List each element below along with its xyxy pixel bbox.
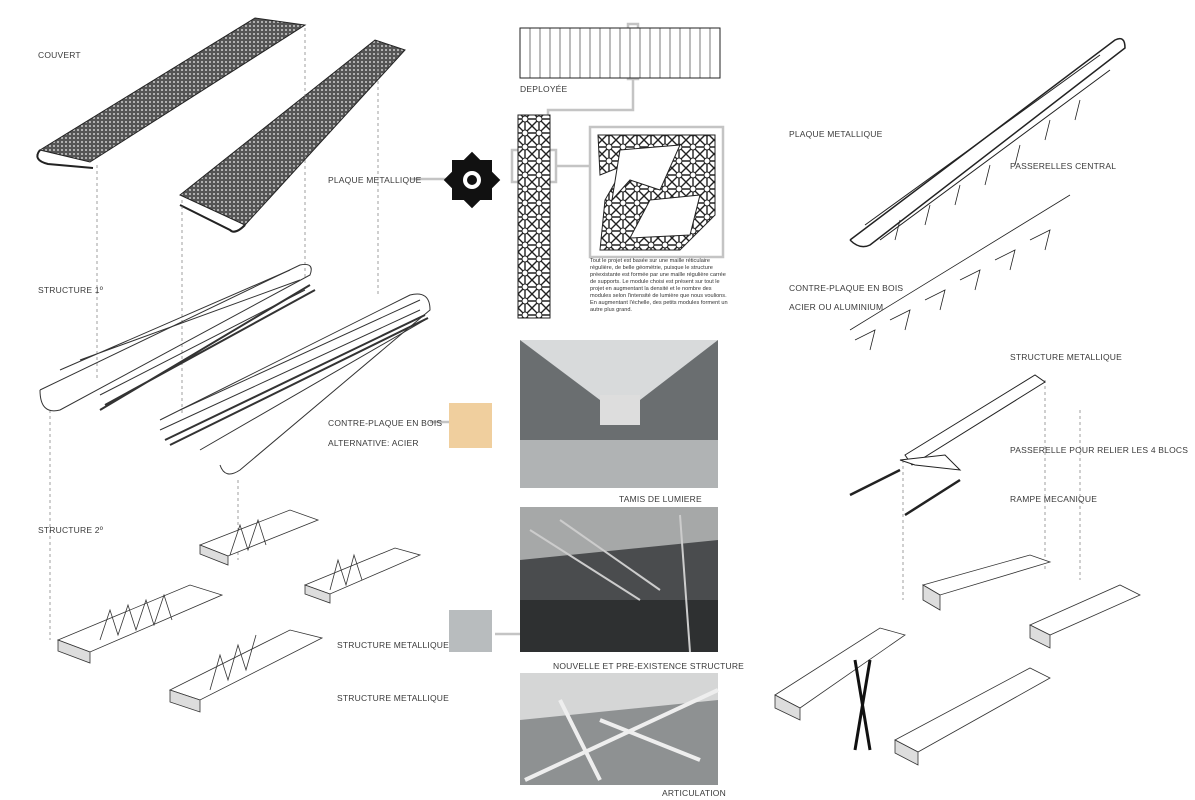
right-label-passerelle-relier: PASSERELLE POUR RELIER LES 4 BLOCS xyxy=(1010,445,1189,455)
right-label-structure: STRUCTURE METALLIQUE xyxy=(1010,352,1122,362)
pattern-detail xyxy=(597,134,716,251)
structure-1-ribs xyxy=(39,264,431,475)
label-couvert: COUVERT xyxy=(38,50,81,60)
vertical-pattern-strip xyxy=(517,114,551,319)
right-label-plaque: PLAQUE METALLIQUE xyxy=(789,129,883,139)
label-structure-1: STRUCTURE 1º xyxy=(38,285,104,295)
deployee-panel-strip xyxy=(519,27,721,79)
description-paragraph: Tout le projet est basée sur une maille … xyxy=(590,258,728,313)
render-tamis-de-lumiere xyxy=(520,340,718,488)
label-structure-2: STRUCTURE 2º xyxy=(38,525,104,535)
label-alternative-acier: ALTERNATIVE: ACIER xyxy=(328,438,419,448)
right-label-rampe: RAMPE MECANIQUE xyxy=(1010,494,1098,504)
label-contre-plaque: CONTRE-PLAQUE EN BOIS xyxy=(328,418,443,428)
structure-2-slabs xyxy=(56,509,422,713)
passerelles-central xyxy=(849,37,1126,248)
contre-plaque-supports xyxy=(849,194,1071,351)
blocs-platforms xyxy=(774,554,1141,766)
caption-articulation: ARTICULATION xyxy=(662,788,726,798)
right-label-acier: ACIER OU ALUMINIUM xyxy=(789,302,884,312)
label-deployee: DEPLOYÉE xyxy=(520,84,568,94)
plaque-module-icon xyxy=(443,151,501,209)
couvert-roof-left xyxy=(36,17,307,169)
caption-nouvelle-structure: NOUVELLE ET PRE-EXISTENCE STRUCTURE xyxy=(553,661,745,671)
caption-tamis-de-lumiere: TAMIS DE LUMIERE xyxy=(619,494,702,504)
right-label-passerelles: PASSERELLES CENTRAL xyxy=(1010,161,1117,171)
projection-lines xyxy=(49,28,1081,640)
label-plaque-metallique: PLAQUE METALLIQUE xyxy=(328,175,422,185)
render-articulation xyxy=(520,673,719,785)
couvert-roof-right xyxy=(179,39,406,233)
steel-swatch xyxy=(449,610,492,652)
render-nouvelle-structure xyxy=(520,507,718,653)
label-structure-metallique-1: STRUCTURE METALLIQUE xyxy=(337,640,449,650)
passerelle-relier-blocs xyxy=(849,374,1046,517)
label-structure-metallique-2: STRUCTURE METALLIQUE xyxy=(337,693,449,703)
right-label-contre-plaque: CONTRE-PLAQUE EN BOIS xyxy=(789,283,904,293)
wood-swatch xyxy=(449,403,492,448)
